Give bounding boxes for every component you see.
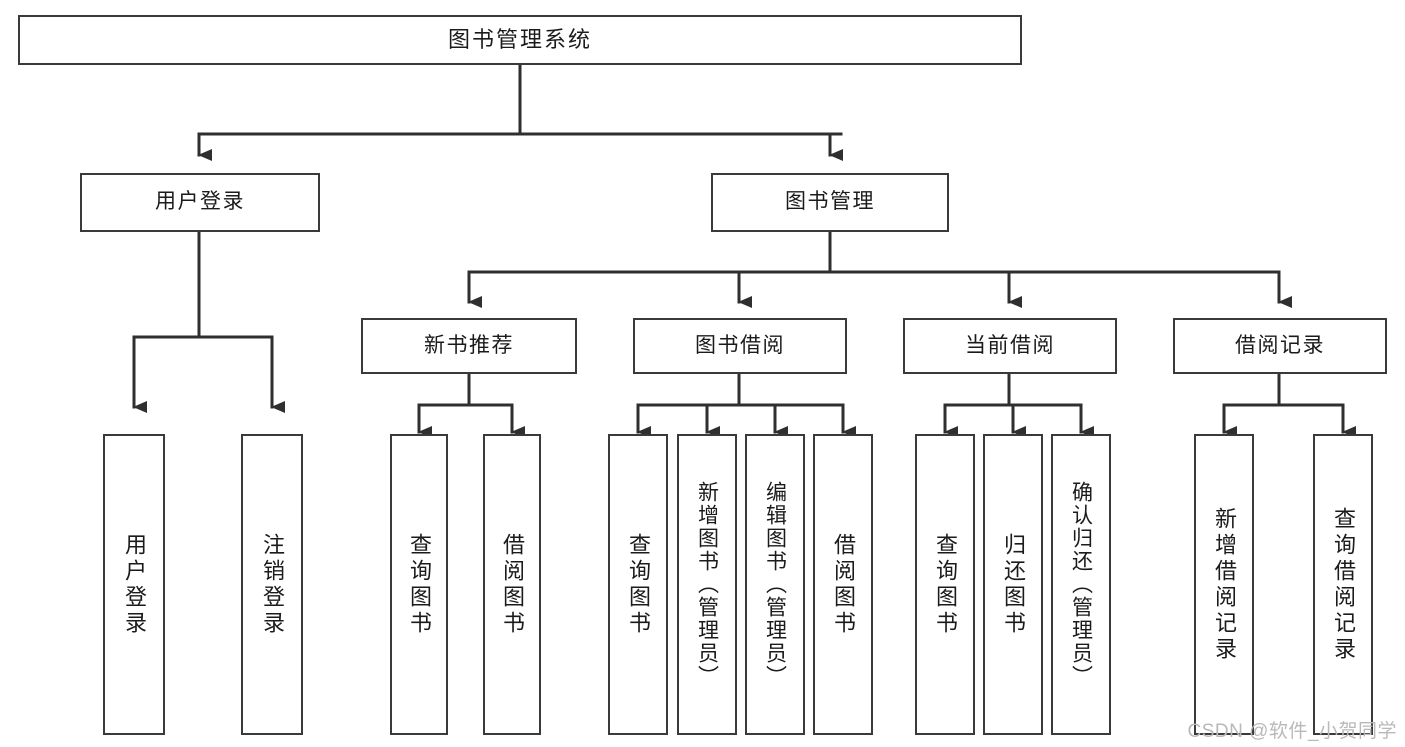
leaf-borrow-book-2[interactable]: 借阅图书: [813, 434, 873, 735]
leaf-add-book[interactable]: 新增图书（管理员）: [677, 434, 737, 735]
leaf-borrow-book-2-label: 借阅图书: [831, 532, 856, 637]
node-new-book-recommend[interactable]: 新书推荐: [361, 318, 577, 374]
leaf-confirm-return[interactable]: 确认归还（管理员）: [1051, 434, 1111, 735]
node-current-borrow[interactable]: 当前借阅: [903, 318, 1117, 374]
leaf-user-login[interactable]: 用户登录: [103, 434, 165, 735]
node-book-manage[interactable]: 图书管理: [711, 173, 949, 232]
node-new-book-recommend-label: 新书推荐: [424, 333, 514, 357]
node-user-login-label: 用户登录: [155, 190, 245, 214]
leaf-query-book-3[interactable]: 查询图书: [915, 434, 975, 735]
leaf-query-book-1-label: 查询图书: [407, 532, 432, 637]
leaf-logout[interactable]: 注销登录: [241, 434, 303, 735]
node-borrow-record-label: 借阅记录: [1235, 333, 1325, 357]
leaf-query-book-1[interactable]: 查询图书: [390, 434, 448, 735]
leaf-query-record[interactable]: 查询借阅记录: [1313, 434, 1373, 735]
leaf-confirm-return-label: 确认归还（管理员）: [1069, 481, 1093, 688]
leaf-return-book[interactable]: 归还图书: [983, 434, 1043, 735]
node-root-label: 图书管理系统: [447, 27, 592, 53]
leaf-add-record-label: 新增借阅记录: [1212, 506, 1237, 663]
leaf-edit-book[interactable]: 编辑图书（管理员）: [745, 434, 805, 735]
node-root[interactable]: 图书管理系统: [18, 15, 1022, 65]
leaf-edit-book-label: 编辑图书（管理员）: [763, 481, 787, 688]
leaf-query-book-3-label: 查询图书: [933, 532, 958, 637]
node-user-login[interactable]: 用户登录: [80, 173, 320, 232]
node-book-borrow[interactable]: 图书借阅: [633, 318, 847, 374]
node-current-borrow-label: 当前借阅: [965, 333, 1055, 357]
leaf-borrow-book-1[interactable]: 借阅图书: [483, 434, 541, 735]
watermark: CSDN @软件_小贺同学: [1187, 721, 1397, 742]
node-book-borrow-label: 图书借阅: [695, 333, 785, 357]
node-borrow-record[interactable]: 借阅记录: [1173, 318, 1387, 374]
leaf-query-book-2[interactable]: 查询图书: [608, 434, 668, 735]
leaf-add-book-label: 新增图书（管理员）: [695, 481, 719, 688]
leaf-return-book-label: 归还图书: [1001, 532, 1026, 637]
leaf-add-record[interactable]: 新增借阅记录: [1194, 434, 1254, 735]
leaf-query-record-label: 查询借阅记录: [1331, 506, 1356, 663]
leaf-query-book-2-label: 查询图书: [626, 532, 651, 637]
leaf-user-login-label: 用户登录: [122, 532, 147, 637]
leaf-logout-label: 注销登录: [260, 532, 285, 637]
node-book-manage-label: 图书管理: [785, 190, 875, 214]
leaf-borrow-book-1-label: 借阅图书: [500, 532, 525, 637]
